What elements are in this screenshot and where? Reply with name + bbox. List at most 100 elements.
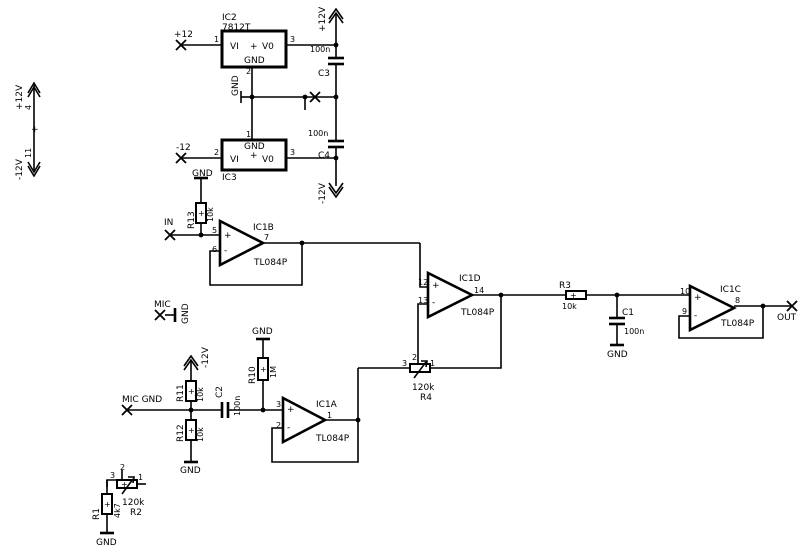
svg-text:+: + <box>188 426 195 435</box>
ic2-pin3: 3 <box>290 35 295 44</box>
r4-name: R4 <box>420 393 432 403</box>
ic2-name: IC2 <box>222 13 237 23</box>
ic3-regulator: VI V0 GND + IC3 2 3 1 <box>182 130 336 183</box>
ic1a-pin2: 2 <box>276 421 281 430</box>
ic2-gnd: GND <box>244 56 265 66</box>
c2-name: C2 <box>215 386 225 398</box>
reg-gnd-label: GND <box>231 75 241 96</box>
ic3-pin2: 2 <box>214 148 219 157</box>
ic1c-pin9: 9 <box>682 307 687 316</box>
c2-value: 100n <box>233 396 242 416</box>
ic3-name: IC3 <box>222 173 237 183</box>
ic1b-pin7: 7 <box>264 233 269 242</box>
ic1a-pin3: 3 <box>276 400 281 409</box>
ic1b-name: IC1B <box>253 223 274 233</box>
ic1c-minus: - <box>694 311 697 321</box>
r4-pin3: 3 <box>402 359 407 368</box>
ic1c-pin8: 8 <box>735 296 740 305</box>
mic-gnd-label: MIC GND <box>122 395 162 405</box>
svg-text:+: + <box>260 365 267 374</box>
r4-pot: 3 1 2 120k R4 <box>358 353 435 403</box>
r10-value: 1M <box>269 366 278 378</box>
pwr-pin11: 11 <box>24 148 33 158</box>
ic3-gnd: GND <box>244 142 265 152</box>
svg-text:+: + <box>188 387 195 396</box>
ic1c-name: IC1C <box>720 285 741 295</box>
m12-label: -12 <box>176 143 191 153</box>
ic3-vo: V0 <box>262 155 274 165</box>
ic2-vo: V0 <box>262 42 274 52</box>
pwr-p12v: +12V <box>15 84 25 110</box>
ic3-pin3: 3 <box>290 148 295 157</box>
r13-gnd: GND <box>192 169 213 179</box>
mic-label: MIC <box>154 300 171 310</box>
ic1b-stage: + - 5 6 7 IC1B TL084P + GND R13 10k IN <box>164 169 420 286</box>
ic1a-part: TL084P <box>315 434 350 444</box>
ic1c-stage: + - 10 9 8 IC1C TL084P OUT <box>678 283 798 339</box>
ic1d-pin14: 14 <box>474 286 484 295</box>
ic1d-name: IC1D <box>459 274 481 284</box>
ic2-type: 7812T <box>222 23 251 33</box>
c4-label: C4 <box>318 151 330 161</box>
ic2-vi: VI <box>230 42 239 52</box>
r13-value: 10k <box>206 207 215 222</box>
r11-name: R11 <box>176 384 186 402</box>
c3-value: 100n <box>310 45 330 54</box>
svg-text:+: + <box>198 209 205 218</box>
r10-name: R10 <box>248 366 258 384</box>
ic1d-stage: + - 12 13 14 IC1D TL084P <box>410 243 566 369</box>
r11-value: 10k <box>196 387 205 402</box>
r1-name: R1 <box>92 508 102 520</box>
mic-gnd-vert: GND <box>181 303 191 324</box>
r13-name: R13 <box>187 211 197 229</box>
r4-pin2: 2 <box>412 353 417 362</box>
ic1d-minus: - <box>432 298 435 308</box>
c3-label: C3 <box>318 69 330 79</box>
svg-text:+: + <box>104 500 111 509</box>
r1-value: 4k7 <box>113 503 122 518</box>
ic1d-pin12: 12 <box>418 278 428 287</box>
c1-gnd: GND <box>607 350 628 360</box>
c1-name: C1 <box>622 308 634 318</box>
ic1c-plus: + <box>694 293 702 303</box>
bottom-m12v-label: -12V <box>318 182 328 204</box>
pwr-pin4: 4 <box>24 105 33 110</box>
ic1b-minus: - <box>224 246 227 256</box>
opamp-power-block: +12V 4 + -12V 11 <box>15 81 41 180</box>
p12-label: +12 <box>174 30 193 40</box>
r2-pin1: 1 <box>138 473 143 482</box>
pwr-m12v: -12V <box>15 158 25 180</box>
ic1a-pin1: 1 <box>327 411 332 420</box>
r2-value: 120k <box>122 498 145 508</box>
ic1a-minus: - <box>287 423 290 433</box>
ic2-regulator: VI V0 + GND IC2 7812T 1 3 2 <box>182 13 336 76</box>
ic1b-pin6: 6 <box>212 245 217 254</box>
ic1a-plus: + <box>287 405 295 415</box>
ic3-plus: + <box>250 151 258 161</box>
r11-r12-bias: -12V + + GND R11 10k R12 10k MIC GND <box>121 346 211 476</box>
ic2-pin2: 2 <box>246 67 251 76</box>
r2-pin3: 3 <box>110 471 115 480</box>
ic1c-pin10: 10 <box>680 287 690 296</box>
ic3-pin1: 1 <box>246 130 251 139</box>
svg-text:+: + <box>121 480 128 489</box>
ic1a-stage: + - 3 2 1 IC1A TL084P + GND R10 1M C2 10… <box>191 327 361 463</box>
r12-name: R12 <box>176 424 186 442</box>
r2-name: R2 <box>130 508 142 518</box>
ic1d-pin13: 13 <box>418 296 428 305</box>
r3-name: R3 <box>559 281 571 291</box>
ic1d-plus: + <box>432 281 440 291</box>
r12-gnd: GND <box>180 466 201 476</box>
regulator-wiring: 100n C3 100n C4 GND +12V -12V +12 -12 <box>174 6 344 204</box>
r1-gnd: GND <box>96 538 117 548</box>
svg-text:+: + <box>570 291 577 300</box>
c4-value: 100n <box>308 129 328 138</box>
ic1b-pin5: 5 <box>212 226 217 235</box>
ic1a-name: IC1A <box>316 400 338 410</box>
r1-r2-network: + 3 1 2 120k R2 + GND R1 4k7 <box>92 463 146 548</box>
r2-pin2: 2 <box>120 463 125 472</box>
top-p12v-label: +12V <box>318 6 328 32</box>
ic3-vi: VI <box>230 155 239 165</box>
r3-c1-filter: + R3 10k C1 100n GND <box>559 281 690 360</box>
